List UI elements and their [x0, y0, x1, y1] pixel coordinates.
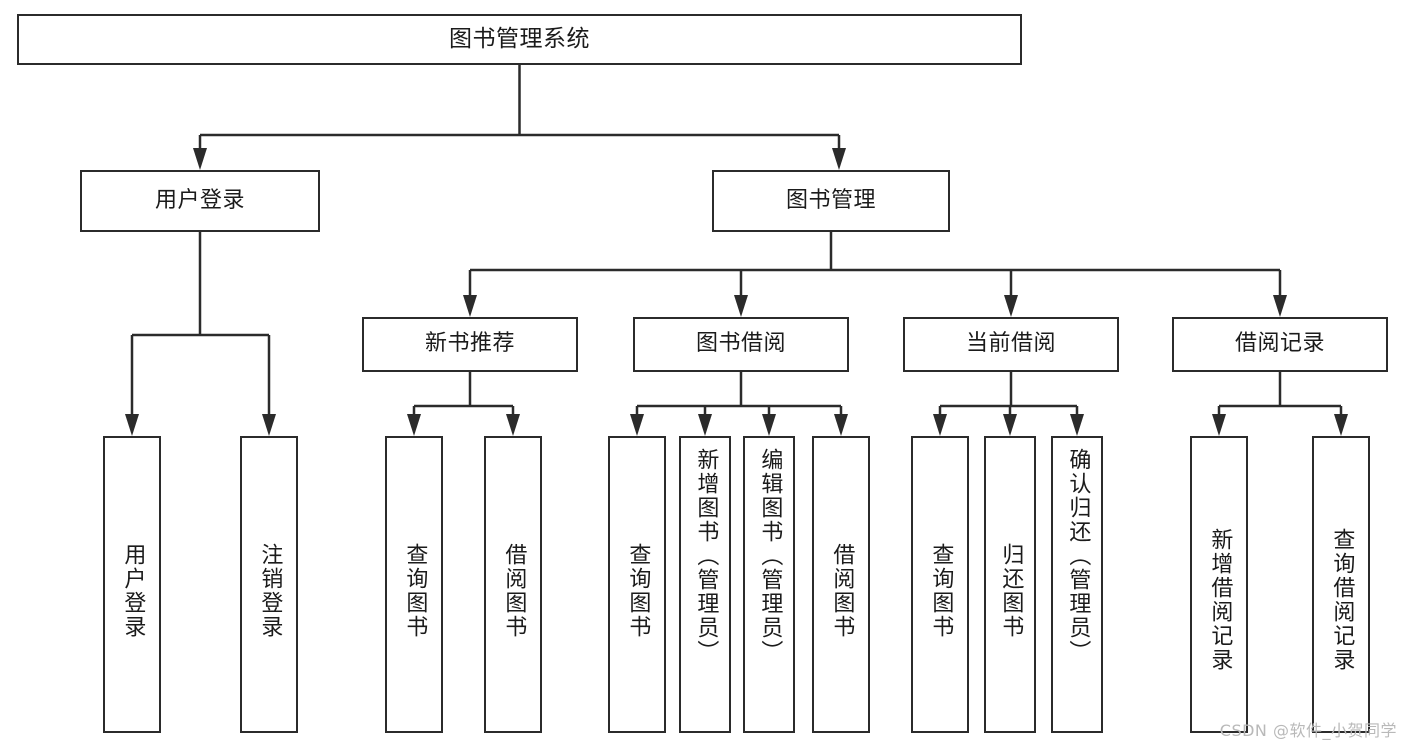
node-label: 查询图书: [928, 543, 954, 639]
node-label: 归还图书: [998, 543, 1024, 639]
arrowhead-16: [1070, 414, 1084, 436]
leaf-user-logout[interactable]: 注销登录: [240, 436, 298, 733]
leaf-query-book-current[interactable]: 查询图书: [911, 436, 969, 733]
leaf-edit-book-admin[interactable]: 编辑图书（管理员）: [743, 436, 795, 733]
node-book-borrowing[interactable]: 图书借阅: [633, 317, 849, 372]
leaf-return-book[interactable]: 归还图书: [984, 436, 1036, 733]
node-label: 图书借阅: [695, 331, 786, 357]
node-label: 确认归还（管理员）: [1065, 448, 1091, 664]
node-label: 图书管理: [785, 187, 876, 213]
node-borrowing-record[interactable]: 借阅记录: [1172, 317, 1388, 372]
arrowhead-17: [1212, 414, 1226, 436]
node-label: 注销登录: [257, 543, 283, 639]
node-label: 新增借阅记录: [1207, 528, 1233, 672]
leaf-user-login[interactable]: 用户登录: [103, 436, 161, 733]
arrowhead-11: [698, 414, 712, 436]
leaf-query-book-borrowing[interactable]: 查询图书: [608, 436, 666, 733]
arrowhead-15: [1003, 414, 1017, 436]
node-label: 查询图书: [625, 543, 651, 639]
arrowhead-5: [734, 295, 748, 317]
node-label: 用户登录: [120, 543, 146, 639]
arrowhead-9: [506, 414, 520, 436]
node-book-management[interactable]: 图书管理: [712, 170, 950, 232]
arrowhead-14: [933, 414, 947, 436]
node-user-login[interactable]: 用户登录: [80, 170, 320, 232]
node-label: 查询借阅记录: [1329, 528, 1355, 672]
arrowhead-6: [1004, 295, 1018, 317]
node-label: 图书管理系统: [449, 25, 590, 52]
node-label: 新增图书（管理员）: [693, 448, 719, 664]
node-current-borrowing[interactable]: 当前借阅: [903, 317, 1119, 372]
leaf-add-book-admin[interactable]: 新增图书（管理员）: [679, 436, 731, 733]
leaf-query-borrowing-record[interactable]: 查询借阅记录: [1312, 436, 1370, 733]
arrowhead-7: [1273, 295, 1287, 317]
arrowhead-12: [762, 414, 776, 436]
arrowhead-0: [193, 148, 207, 170]
node-label: 借阅图书: [501, 543, 527, 639]
arrowhead-3: [262, 414, 276, 436]
node-book-management-system[interactable]: 图书管理系统: [17, 14, 1022, 65]
node-new-book-recommendation[interactable]: 新书推荐: [362, 317, 578, 372]
arrowhead-1: [832, 148, 846, 170]
node-label: 新书推荐: [424, 331, 515, 357]
leaf-borrow-book-recommendation[interactable]: 借阅图书: [484, 436, 542, 733]
arrowhead-8: [407, 414, 421, 436]
leaf-borrow-book-borrowing[interactable]: 借阅图书: [812, 436, 870, 733]
node-label: 借阅图书: [829, 543, 855, 639]
leaf-add-borrowing-record[interactable]: 新增借阅记录: [1190, 436, 1248, 733]
arrowhead-13: [834, 414, 848, 436]
arrowhead-4: [463, 295, 477, 317]
node-label: 用户登录: [154, 187, 245, 213]
arrowhead-10: [630, 414, 644, 436]
leaf-confirm-return-admin[interactable]: 确认归还（管理员）: [1051, 436, 1103, 733]
node-label: 编辑图书（管理员）: [757, 448, 783, 664]
leaf-query-book-recommendation[interactable]: 查询图书: [385, 436, 443, 733]
node-label: 当前借阅: [965, 331, 1056, 357]
node-label: 查询图书: [402, 543, 428, 639]
arrowhead-18: [1334, 414, 1348, 436]
arrowhead-2: [125, 414, 139, 436]
node-label: 借阅记录: [1234, 331, 1325, 357]
